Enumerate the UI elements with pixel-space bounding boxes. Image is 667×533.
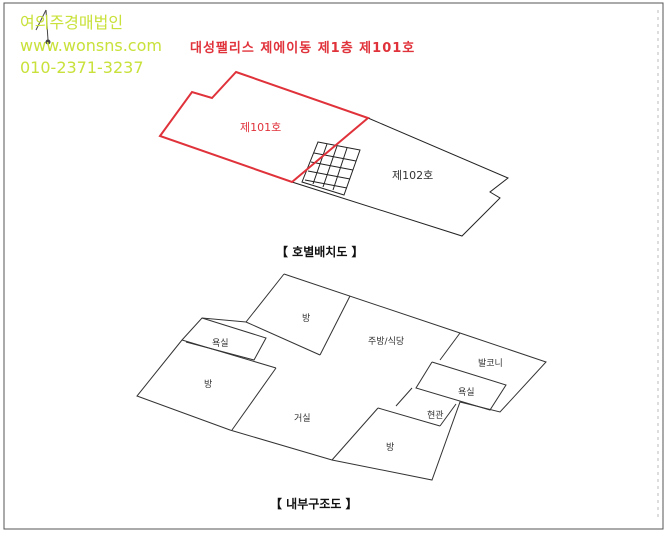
unit-101-label: 제101호: [240, 121, 282, 134]
room-label-top: 방: [302, 314, 311, 324]
site-plan-caption: 【 호별배치도 】: [276, 245, 364, 259]
floor-plan-caption: 【 내부구조도 】: [270, 497, 358, 511]
room-label-kitchen: 주방/식당: [368, 337, 405, 347]
unit-102-label: 제102호: [392, 169, 434, 182]
watermark-phone: 010-2371-3237: [20, 58, 144, 77]
room-label-bath-left: 욕실: [212, 339, 229, 349]
wall: [319, 295, 351, 356]
watermark-website: www.wonsns.com: [20, 36, 162, 55]
room-label-bath-right: 욕실: [458, 388, 475, 398]
page-border: [3, 2, 664, 530]
wall: [395, 387, 413, 407]
watermark-company: 여의주경매법인: [20, 13, 124, 32]
wall: [181, 339, 277, 369]
wall: [439, 332, 461, 361]
floor-plan-drawing: [136, 273, 547, 481]
bath-right-walls: [415, 361, 507, 411]
wall: [231, 367, 277, 431]
watermark-logo-icon: [35, 9, 51, 45]
room-label-entrance: 현관: [427, 411, 444, 421]
room-label-bottom: 방: [386, 443, 395, 453]
room-label-balcony: 발코니: [478, 359, 503, 369]
wall: [377, 407, 441, 427]
site-plan-drawing: [158, 70, 509, 237]
unit-101-outline: [158, 70, 370, 184]
room-label-living: 거실: [294, 414, 311, 424]
room-label-left: 방: [204, 380, 213, 390]
wall: [439, 403, 457, 427]
wall: [245, 321, 321, 356]
wall: [331, 407, 379, 461]
page-title: 대성팰리스 제에이동 제1층 제101호: [190, 41, 416, 56]
